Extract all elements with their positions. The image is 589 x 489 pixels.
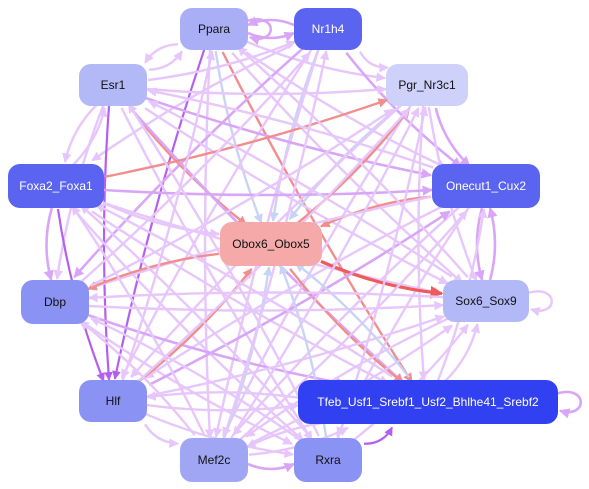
edge-tfeb-to-obox (294, 262, 410, 378)
node-tfeb-usf1-srebf1-usf2-bhlhe41-srebf2[interactable]: Tfeb_Usf1_Srebf1_Usf2_Bhlhe41_Srebf2 (298, 380, 558, 424)
edge-dbp-to-tfeb (87, 313, 346, 388)
node-label: Nr1h4 (311, 22, 345, 36)
node-foxa2-foxa1[interactable]: Foxa2_Foxa1 (8, 164, 104, 208)
edge-pgr-to-obox (288, 102, 405, 220)
edge-mef2c-to-dbp (79, 320, 196, 436)
edge-hlf-to-sox (147, 314, 445, 397)
edge-dbp-to-sox (88, 300, 444, 312)
edge-foxa2-to-esr1 (71, 107, 108, 167)
self-loop-sox (528, 290, 553, 317)
edge-dbp-to-nr1h4 (79, 52, 311, 284)
node-label: Esr1 (100, 78, 126, 92)
edge-onecut-to-hlf (144, 203, 447, 379)
edge-obox-to-dbp (87, 252, 220, 291)
node-sox6-sox9[interactable]: Sox6_Sox9 (443, 280, 529, 322)
node-mef2c[interactable]: Mef2c (180, 438, 248, 482)
node-label: Ppara (197, 22, 231, 36)
node-label: Mef2c (197, 453, 231, 467)
edge-esr1-to-ppara (148, 50, 183, 71)
node-ppara[interactable]: Ppara (180, 8, 248, 50)
edge-ppara-to-nr1h4 (247, 31, 295, 42)
edge-hlf-to-mef2c (143, 423, 179, 448)
node-hlf[interactable]: Hlf (79, 380, 147, 422)
edge-mef2c-to-rxra (247, 462, 295, 473)
edge-esr1-to-nr1h4 (147, 40, 296, 82)
node-label: Foxa2_Foxa1 (19, 179, 93, 193)
edge-mef2c-to-onecut (237, 210, 468, 442)
node-esr1[interactable]: Esr1 (79, 64, 147, 106)
node-label: Dbp (43, 295, 66, 309)
edge-tfeb-to-hlf (146, 391, 299, 401)
edge-tfeb-to-sox (443, 323, 481, 383)
edge-hlf-to-ppara (121, 50, 216, 382)
edge-obox-to-pgr (294, 108, 411, 226)
edge-ppara-to-mef2c (203, 49, 215, 439)
edge-sox-to-dbp (88, 291, 444, 303)
node-pgr-nr3c1[interactable]: Pgr_Nr3c1 (386, 64, 468, 106)
node-label: Tfeb_Usf1_Srebf1_Usf2_Bhlhe41_Srebf2 (317, 395, 539, 409)
edge-mef2c-to-foxa2 (71, 205, 206, 437)
node-label: Onecut1_Cux2 (445, 179, 527, 193)
edge-pgr-to-mef2c (221, 103, 413, 437)
node-nr1h4[interactable]: Nr1h4 (294, 8, 362, 50)
edge-sox-to-mef2c (245, 317, 449, 438)
edge-onecut-to-esr1 (147, 87, 434, 169)
edge-rxra-to-tfeb (363, 426, 394, 445)
edge-pgr-to-onecut (434, 107, 471, 167)
edge-tfeb-to-foxa2 (95, 203, 393, 378)
edge-sox-to-esr1 (148, 100, 453, 278)
edge-hlf-to-tfeb (146, 401, 299, 412)
edge-esr1-to-pgr (146, 84, 387, 96)
edge-sox-to-ppara (237, 46, 469, 278)
self-loop-ppara (247, 18, 273, 45)
node-label: Hlf (105, 394, 121, 408)
node-rxra[interactable]: Rxra (294, 438, 362, 482)
edge-esr1-to-foxa2 (62, 103, 99, 163)
edge-obox-to-tfeb (289, 268, 405, 384)
edge-foxa2-to-pgr (104, 98, 388, 178)
edge-ppara-to-obox (214, 50, 263, 224)
edge-sox-to-onecut (487, 206, 498, 281)
edge-rxra-to-foxa2 (79, 204, 310, 436)
edge-esr1-to-onecut (145, 96, 432, 179)
self-loop-tfeb (557, 390, 583, 419)
edge-hlf-to-onecut (148, 210, 451, 387)
edge-nr1h4-to-ppara (247, 16, 295, 27)
node-onecut1-cux2[interactable]: Onecut1_Cux2 (432, 164, 540, 208)
node-label: Pgr_Nr3c1 (398, 78, 456, 92)
edge-nr1h4-to-pgr (358, 51, 389, 73)
edge-foxa2-to-dbp (43, 207, 54, 281)
node-label: Sox6_Sox9 (455, 294, 517, 308)
edge-ppara-to-tfeb (221, 51, 413, 383)
node-label: Obox6_Obox5 (232, 237, 310, 251)
node-dbp[interactable]: Dbp (21, 280, 89, 324)
edge-mef2c-to-pgr (228, 107, 420, 441)
node-label: Rxra (315, 453, 341, 467)
edge-foxa2-to-obox (102, 201, 220, 239)
edge-ppara-to-esr1 (144, 43, 179, 64)
edge-esr1-to-sox (144, 107, 449, 285)
edge-dbp-to-pgr (90, 108, 394, 287)
node-obox6-obox5[interactable]: Obox6_Obox5 (220, 222, 322, 266)
edge-rxra-to-esr1 (127, 103, 320, 437)
